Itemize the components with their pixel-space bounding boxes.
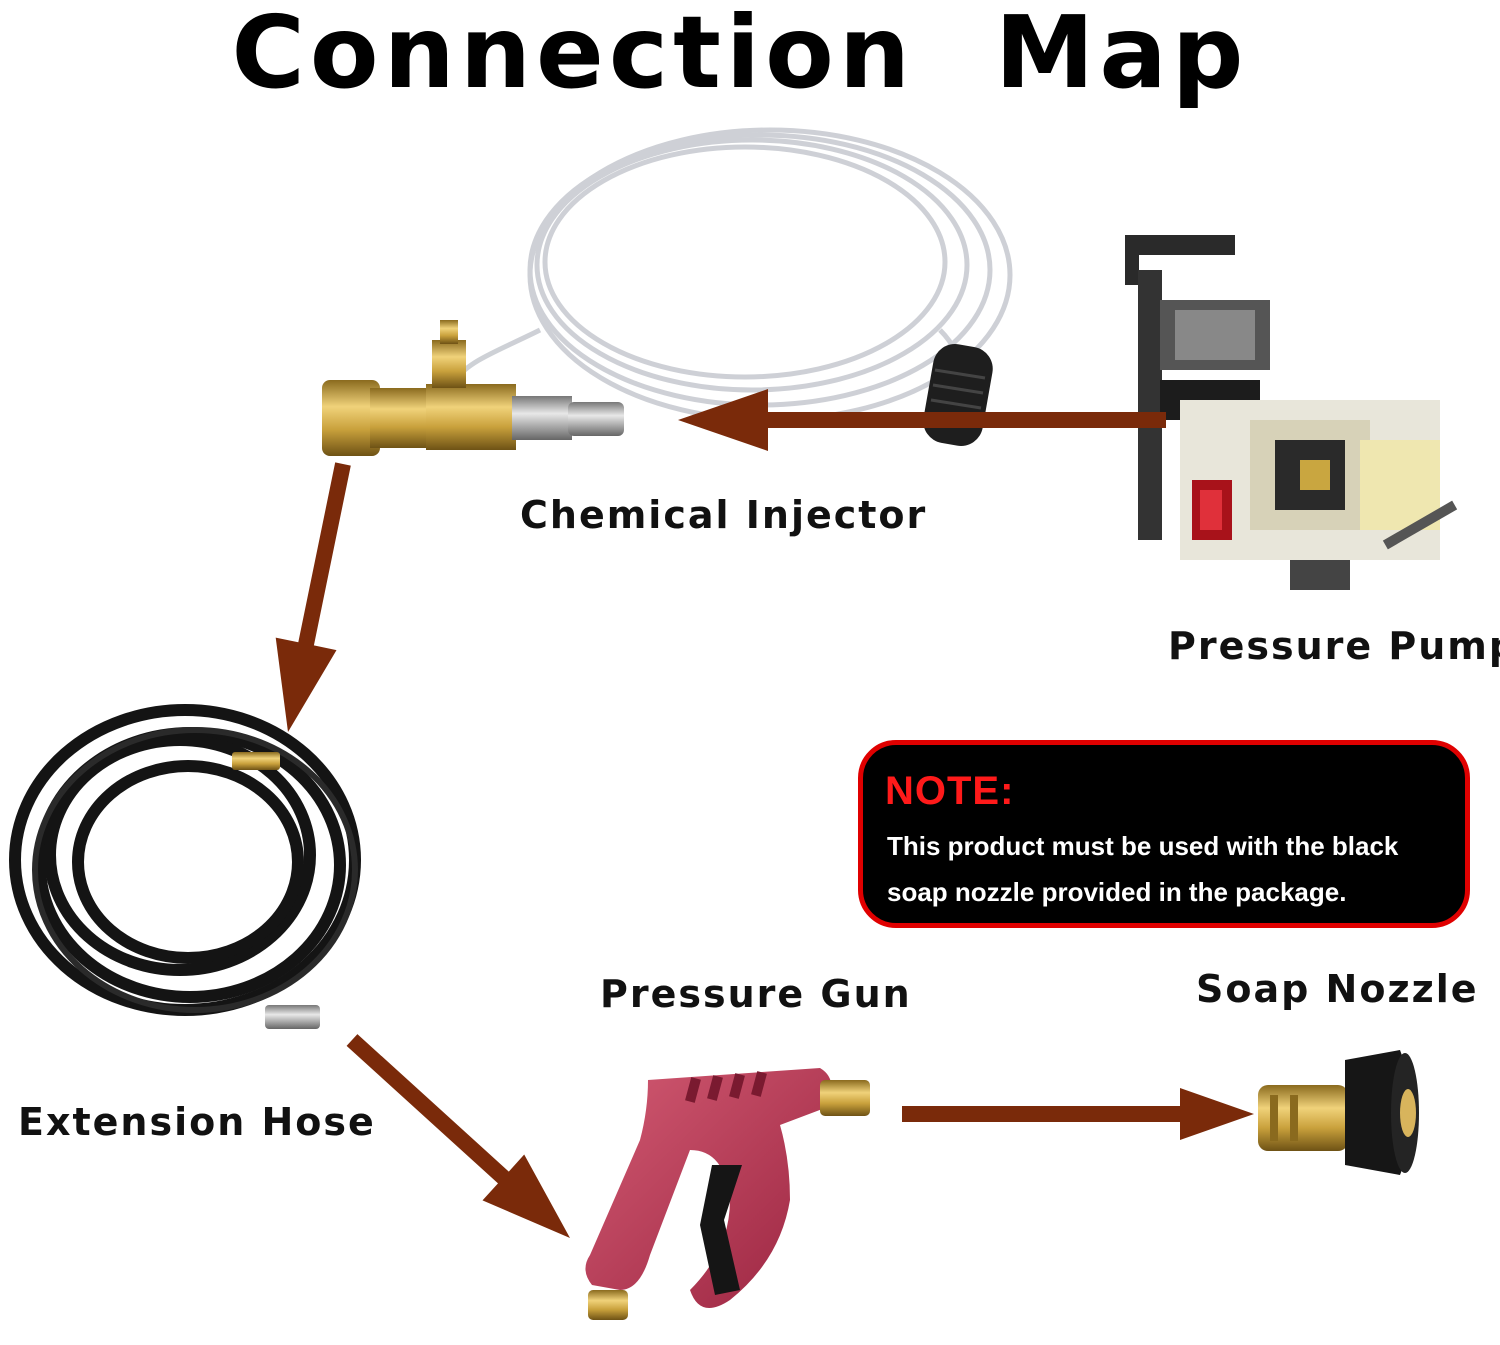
clear-tube-coil	[453, 127, 1013, 423]
arrow-gun-to-nozzle	[902, 1088, 1254, 1140]
tube-filter	[923, 344, 993, 446]
note-heading: NOTE:	[885, 769, 1015, 813]
label-pressure-pump: Pressure Pump	[1168, 624, 1500, 668]
extension-hose-fittings	[232, 752, 320, 1029]
pressure-pump-image	[1125, 235, 1458, 590]
flow-arrows	[275, 389, 1254, 1238]
chemical-injector-fitting	[322, 320, 624, 456]
soap-nozzle-image	[1258, 1050, 1419, 1175]
pressure-gun-image	[585, 1068, 870, 1320]
arrow-injector-to-hose	[275, 462, 351, 732]
page-title: Connection Map	[231, 0, 1249, 111]
label-soap-nozzle: Soap Nozzle	[1196, 967, 1479, 1011]
note-line-1: This product must be used with the black	[887, 831, 1399, 861]
label-chemical-injector: Chemical Injector	[520, 493, 928, 537]
extension-hose-coil	[9, 704, 361, 1016]
label-extension-hose: Extension Hose	[18, 1100, 376, 1144]
note-line-2: soap nozzle provided in the package.	[887, 877, 1347, 907]
label-pressure-gun: Pressure Gun	[600, 972, 912, 1016]
arrow-pump-to-injector	[678, 389, 1166, 451]
arrow-hose-to-gun	[346, 1034, 570, 1238]
note-box: NOTE: This product must be used with the…	[858, 740, 1470, 928]
